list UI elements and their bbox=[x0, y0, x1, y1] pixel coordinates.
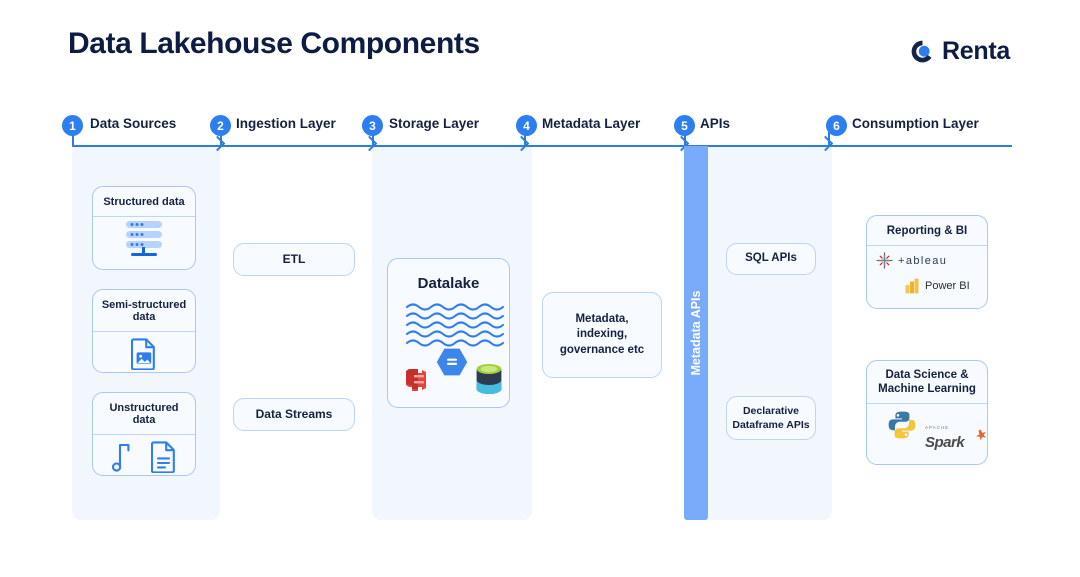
step-tick-4 bbox=[524, 132, 526, 146]
step-tick-3 bbox=[372, 132, 374, 146]
apache-spark-label: Spark bbox=[925, 433, 965, 451]
google-cloud-storage-icon bbox=[436, 347, 468, 377]
apache-spark-supertext: APACHE bbox=[925, 424, 950, 430]
card-metadata-governance[interactable]: Metadata, indexing, governance etc bbox=[542, 292, 662, 378]
pill-declarative-dataframe-apis[interactable]: Declarative Dataframe APIs bbox=[726, 396, 816, 440]
card-semi-structured-data-body bbox=[93, 332, 195, 380]
declarative-line-2: Dataframe APIs bbox=[732, 419, 810, 431]
step-tick-5 bbox=[684, 132, 686, 146]
tableau-icon bbox=[876, 252, 893, 269]
tableau-label: +ableau bbox=[898, 254, 948, 267]
tableau-logo: +ableau bbox=[876, 252, 947, 269]
step-label-storage-layer: Storage Layer bbox=[389, 116, 480, 131]
step-badge-4[interactable]: 4 bbox=[516, 115, 537, 136]
brand-name: Renta bbox=[942, 37, 1010, 65]
step-tick-6 bbox=[828, 132, 830, 146]
card-datalake-title: Datalake bbox=[417, 275, 480, 292]
python-logo-icon bbox=[887, 410, 917, 445]
renta-circle-logo-icon bbox=[910, 39, 935, 64]
card-unstructured-data[interactable]: Unstructured data bbox=[92, 392, 196, 476]
columns-container bbox=[72, 146, 1012, 520]
card-reporting-bi[interactable]: Reporting & BI +ableau bbox=[866, 215, 988, 309]
step-label-apis: APIs bbox=[700, 116, 731, 131]
column-ingestion-layer bbox=[220, 146, 372, 520]
card-data-science-ml-title-line2: Machine Learning bbox=[878, 383, 976, 396]
metadata-line-1: Metadata, bbox=[575, 312, 629, 325]
card-unstructured-data-title: Unstructured data bbox=[93, 393, 195, 435]
card-structured-data[interactable]: Structured data bbox=[92, 186, 196, 270]
metadata-line-2: indexing, bbox=[576, 328, 628, 341]
flow-arrow-line bbox=[72, 145, 1012, 147]
power-bi-label: Power BI bbox=[925, 280, 970, 292]
pill-data-streams[interactable]: Data Streams bbox=[233, 398, 355, 431]
apache-spark-logo: APACHE Spark bbox=[925, 416, 987, 452]
step-label-metadata-layer: Metadata Layer bbox=[542, 116, 641, 131]
card-datalake[interactable]: Datalake bbox=[387, 258, 510, 408]
declarative-line-1: Declarative bbox=[742, 404, 800, 417]
step-label-data-sources: Data Sources bbox=[90, 116, 177, 131]
step-tick-2 bbox=[220, 132, 222, 146]
card-data-science-ml[interactable]: Data Science & Machine Learning APACHE S… bbox=[866, 360, 988, 465]
pill-etl[interactable]: ETL bbox=[233, 243, 355, 276]
apache-spark-star-icon bbox=[975, 429, 987, 441]
page-title: Data Lakehouse Components bbox=[68, 27, 480, 60]
power-bi-logo: Power BI bbox=[905, 278, 970, 294]
card-data-science-ml-title: Data Science & Machine Learning bbox=[867, 361, 987, 404]
azure-blob-storage-icon bbox=[474, 363, 504, 395]
card-data-science-ml-title-line1: Data Science & bbox=[885, 369, 969, 381]
card-unstructured-data-body bbox=[93, 435, 195, 483]
amazon-s3-icon bbox=[402, 362, 436, 396]
card-reporting-bi-body: +ableau Power BI bbox=[867, 246, 987, 304]
step-label-consumption-layer: Consumption Layer bbox=[852, 116, 979, 131]
step-badge-1[interactable]: 1 bbox=[62, 115, 83, 136]
metadata-line-3: governance etc bbox=[559, 343, 645, 356]
database-server-icon bbox=[118, 219, 170, 264]
step-tick-1 bbox=[72, 132, 74, 146]
band-metadata-apis[interactable]: Metadata APIs bbox=[684, 146, 708, 520]
card-semi-structured-data-title: Semi-structured data bbox=[93, 290, 195, 332]
music-note-icon bbox=[111, 441, 135, 478]
column-apis bbox=[684, 146, 832, 520]
brand-logo: Renta bbox=[910, 37, 1010, 66]
step-badge-6[interactable]: 6 bbox=[826, 115, 847, 136]
band-metadata-apis-label: Metadata APIs bbox=[689, 290, 703, 376]
step-badge-3[interactable]: 3 bbox=[362, 115, 383, 136]
text-document-icon bbox=[150, 440, 177, 478]
pill-sql-apis[interactable]: SQL APIs bbox=[726, 243, 816, 275]
card-semi-structured-data[interactable]: Semi-structured data bbox=[92, 289, 196, 373]
step-label-ingestion-layer: Ingestion Layer bbox=[236, 116, 336, 131]
card-data-science-ml-body: APACHE Spark bbox=[867, 404, 987, 466]
water-waves-graphic bbox=[405, 302, 506, 350]
power-bi-icon bbox=[905, 278, 919, 294]
image-file-icon bbox=[130, 337, 157, 375]
card-reporting-bi-title: Reporting & BI bbox=[867, 216, 987, 246]
card-structured-data-body bbox=[93, 217, 195, 265]
step-badge-5[interactable]: 5 bbox=[674, 115, 695, 136]
step-badge-2[interactable]: 2 bbox=[210, 115, 231, 136]
card-structured-data-title: Structured data bbox=[93, 187, 195, 217]
